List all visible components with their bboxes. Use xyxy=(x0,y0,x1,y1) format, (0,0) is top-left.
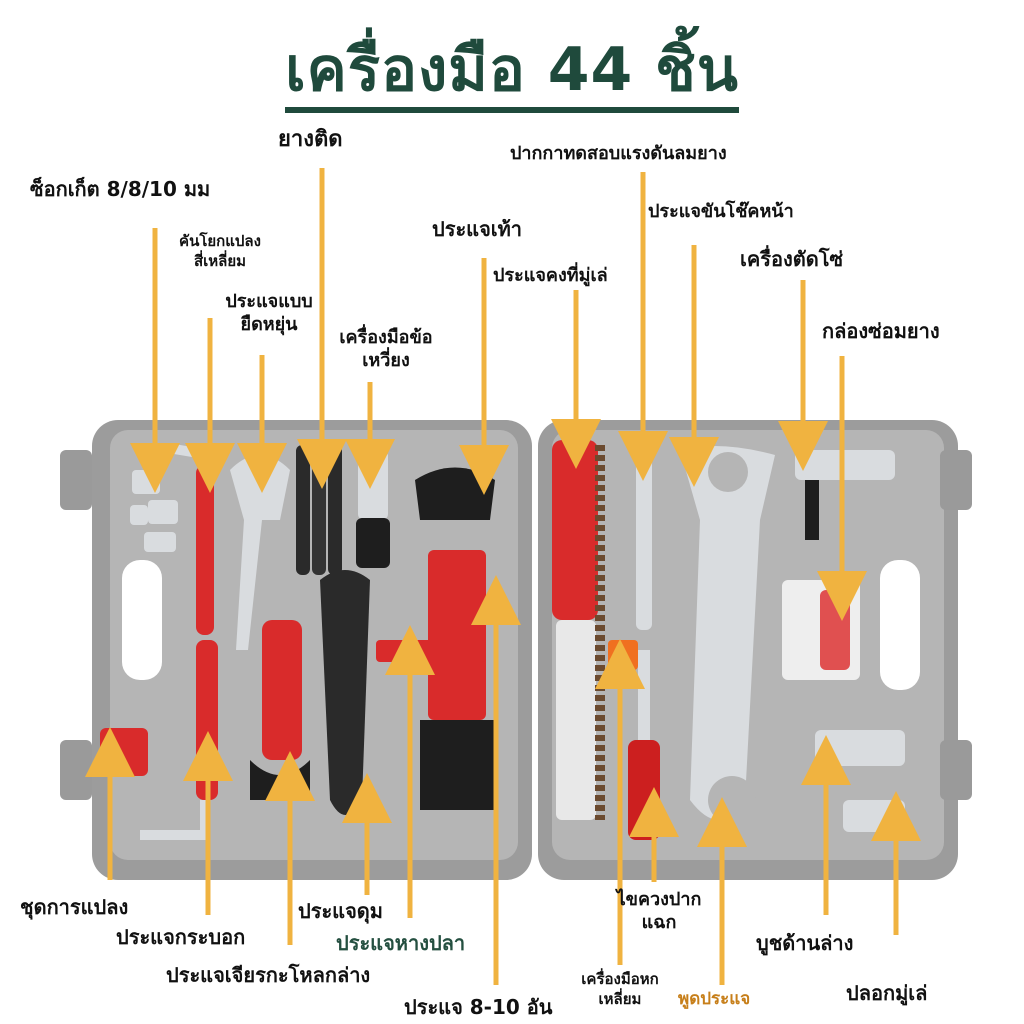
label-bottom-bracket: บูชด้านล่าง xyxy=(756,931,854,955)
label-fishtail-wrench: ประแจหางปลา xyxy=(336,931,466,955)
label-adjustable-line2: ยืดหยุ่น xyxy=(240,314,298,336)
page-title: เครื่องมือ 44 ชิ้น xyxy=(0,22,1024,117)
tire-levers xyxy=(296,445,342,575)
label-pedal-wrench: ประแจเท้า xyxy=(432,217,523,241)
label-crank-puller: ประแจเจียรกะโหลกล่าง xyxy=(166,963,371,987)
label-hub-wrench: ประแจดุม xyxy=(298,899,383,923)
label-screwdriver: ไขควงปาก แฉก xyxy=(604,888,714,935)
label-repair-kit: กล่องซ่อมยาง xyxy=(822,319,940,343)
arrows xyxy=(85,168,921,985)
repair-kit-box xyxy=(782,580,860,680)
label-freewheel: ปลอกมู่เล่ xyxy=(846,981,928,1005)
label-spoke-wrench: พูดประแจ xyxy=(678,989,751,1009)
label-cassette-wrench: ประแจคงที่มู่เล่ xyxy=(493,265,608,286)
label-bit-set: ชุดการแปลง xyxy=(20,895,129,919)
pressure-gauge xyxy=(636,450,652,630)
label-chain-cutter: เครื่องตัดโซ่ xyxy=(740,247,844,271)
hub-wrench xyxy=(320,570,370,815)
label-tube-wrench: ประแจกระบอก xyxy=(116,925,246,949)
label-square-handle-line2: สี่เหลี่ยม xyxy=(193,251,247,270)
label-headset-wrench: ประแจขันโช๊คหน้า xyxy=(648,201,794,222)
label-hex-tool: เครื่องมือหก เหลี่ยม xyxy=(560,970,680,1009)
adjustable-wrench xyxy=(230,455,290,650)
label-crank-tool-line2: เหวี่ยง xyxy=(362,350,410,372)
label-adjustable-line1: ประแจแบบ xyxy=(225,291,313,312)
label-crank-tool-line1: เครื่องมือข้อ xyxy=(339,327,433,348)
bit-set xyxy=(100,728,148,776)
label-socket: ซ็อกเก็ต 8/8/10 มม xyxy=(30,177,211,201)
label-pressure-gauge: ปากกาทดสอบแรงดันลมยาง xyxy=(510,143,727,164)
label-tire-lever: ยางติด xyxy=(278,127,343,152)
label-crank-tool: เครื่องมือข้อ เหวี่ยง xyxy=(320,326,452,373)
label-adjustable: ประแจแบบ ยืดหยุ่น xyxy=(214,290,324,337)
label-square-handle: คันโยกแปลง สี่เหลี่ยม xyxy=(160,232,280,271)
label-open-wrench: ประแจ 8-10 อัน xyxy=(404,995,553,1019)
hex-tool xyxy=(608,640,638,670)
label-square-handle-line1: คันโยกแปลง xyxy=(179,232,261,250)
cassette-whip xyxy=(552,440,605,820)
label-screwdriver-line1: ไขควงปาก xyxy=(616,889,702,910)
label-hex-tool-line1: เครื่องมือหก xyxy=(581,970,659,988)
label-hex-tool-line2: เหลี่ยม xyxy=(598,989,642,1008)
label-screwdriver-line2: แฉก xyxy=(641,912,677,934)
crank-tool xyxy=(356,450,390,568)
